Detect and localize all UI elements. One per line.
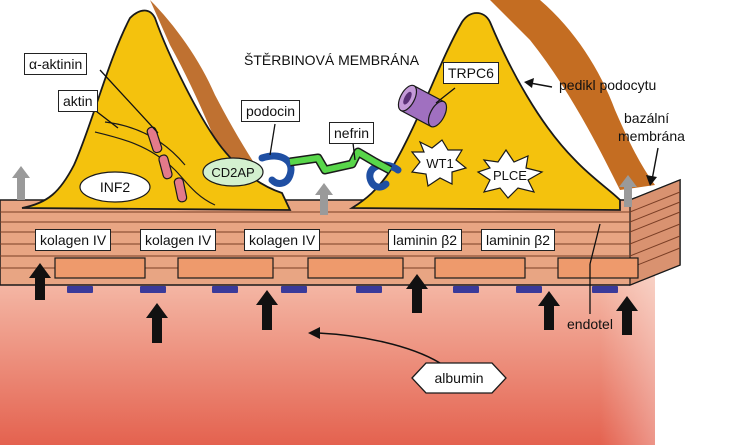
actin-label: aktin: [58, 90, 98, 112]
podocin-label: podocin: [241, 100, 301, 122]
slit-membrane-title: ŠTĚRBINOVÁ MEMBRÁNA: [244, 52, 420, 68]
collagen-iv-label-2: kolagen IV: [140, 229, 217, 251]
nefrin-label: nefrin: [329, 122, 375, 144]
basal-membrane-pointer-arrow: [646, 147, 659, 186]
laminin-beta2-label-2: laminin β2: [481, 229, 556, 251]
nefrin-strand-fill: [289, 149, 392, 173]
inf2-protein: INF2: [79, 171, 151, 203]
podocin-hook-left: [258, 152, 295, 187]
podocyte-pedicle-label: pedikl podocytu: [559, 77, 657, 93]
alpha-actinin-rods: [146, 126, 188, 203]
grey-flow-arrows: [12, 166, 637, 215]
wt1-protein: WT1: [410, 139, 468, 188]
basal-membrane-label-line2: membrána: [618, 128, 685, 144]
albumin-label: albumin: [434, 370, 483, 386]
basal-membrane-label-line1: bazální: [624, 110, 670, 126]
alpha-actinin-label: α-aktinin: [24, 53, 88, 75]
laminin-beta2-label-1: laminin β2: [388, 229, 463, 251]
trpc6-label: TRPC6: [443, 62, 499, 84]
collagen-iv-label-1: kolagen IV: [35, 229, 112, 251]
endothelial-pores: [67, 286, 618, 293]
capillary-lumen: [0, 255, 655, 445]
pedicle-pointer-arrow: [524, 78, 553, 88]
albumin-molecule: albumin: [411, 362, 507, 394]
inf2-label: INF2: [100, 179, 131, 195]
collagen-iv-label-3: kolagen IV: [244, 229, 321, 251]
wt1-label: WT1: [426, 156, 453, 171]
endothelium-label: endotel: [567, 316, 613, 332]
plce-label: PLCE: [493, 168, 527, 183]
pedicle-shadow-left: [150, 0, 262, 175]
trpc6-channel: [397, 84, 448, 128]
endothelial-cells: [54, 257, 639, 279]
albumin-path-arrow: [308, 327, 441, 364]
cd2ap-protein: CD2AP: [202, 157, 264, 187]
plce-protein: PLCE: [476, 148, 544, 199]
cd2ap-label: CD2AP: [211, 165, 254, 180]
pedicle-shadow-right: [490, 0, 655, 190]
black-flow-arrows: [29, 263, 638, 343]
